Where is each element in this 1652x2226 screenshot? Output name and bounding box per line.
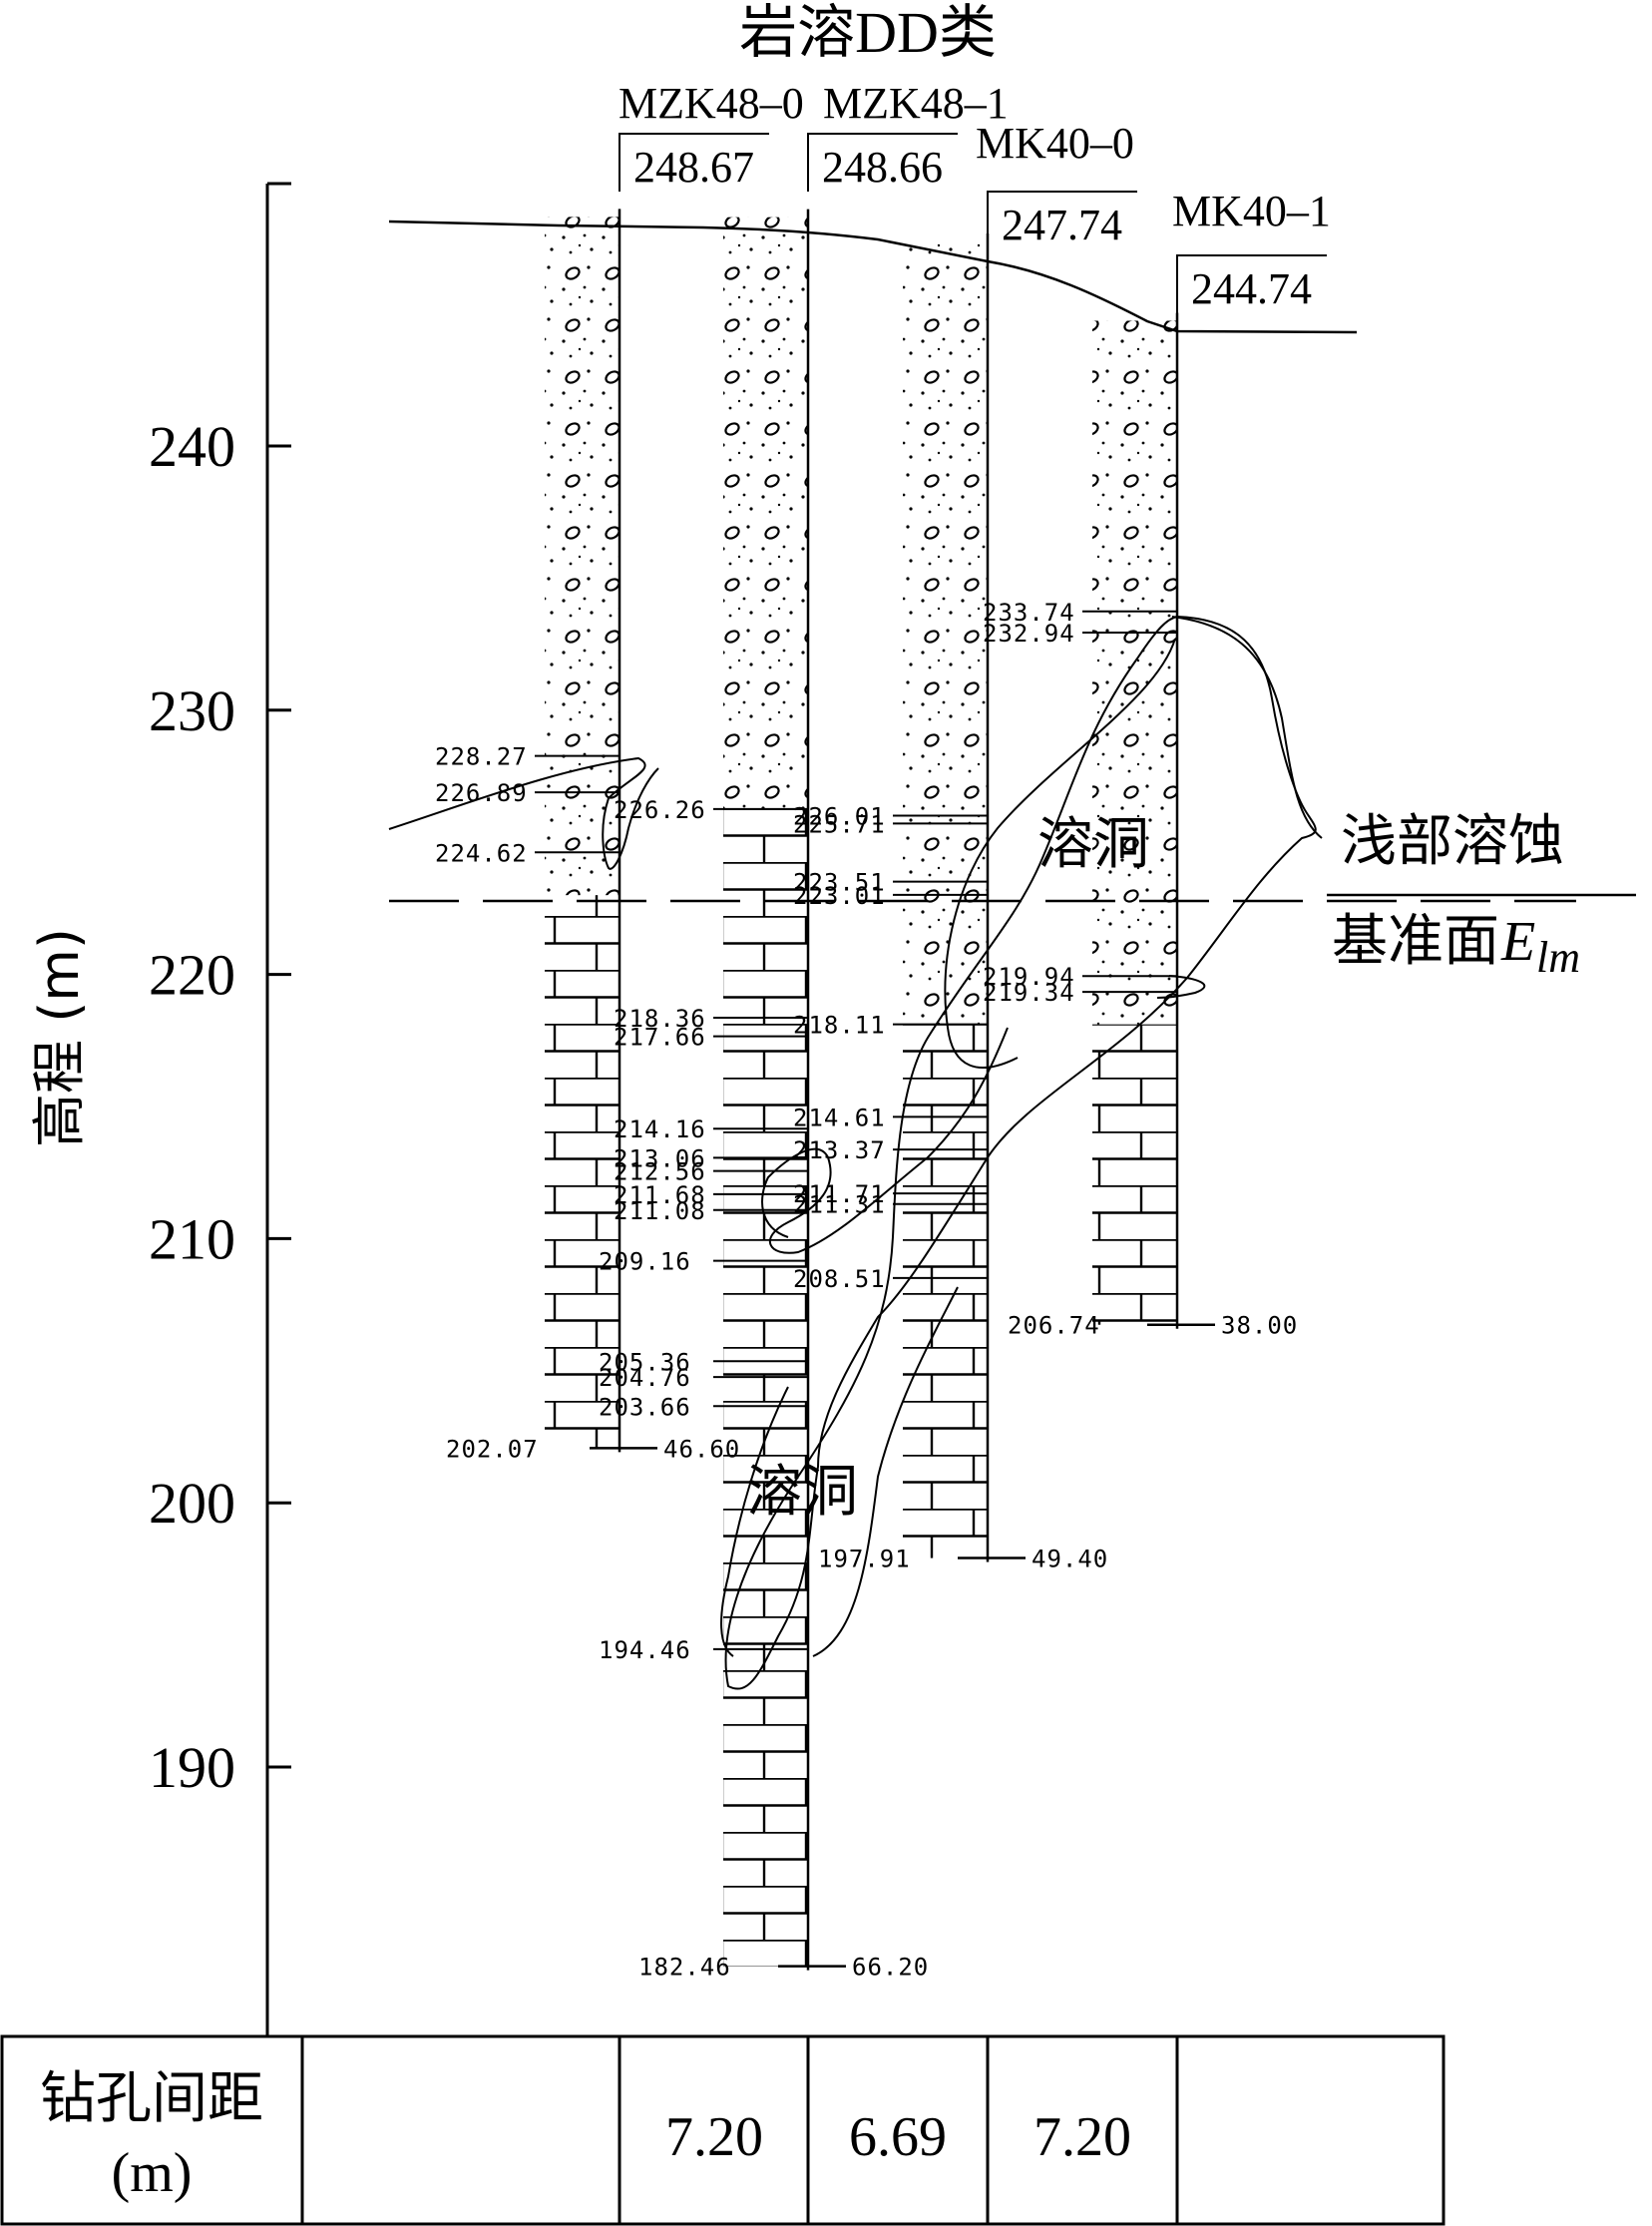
datum-subscript: lm — [1536, 933, 1580, 982]
y-tick-label: 190 — [149, 1735, 235, 1800]
elevation-mark-label: 205.36 — [599, 1348, 691, 1376]
table-border — [0, 2034, 1446, 2226]
elevation-mark-label: 233.74 — [983, 599, 1075, 627]
borehole-bottom-elevation: 202.07 — [446, 1435, 539, 1463]
borehole-columns: 46.60202.07248.67MZK48–0228.27226.89224.… — [435, 79, 1331, 1982]
datum-label: 基准面 E lm — [1332, 909, 1580, 982]
elevation-mark-label: 214.61 — [793, 1104, 886, 1131]
elevation-mark-label: 208.51 — [793, 1265, 886, 1293]
table-row-label-line1: 钻孔间距 — [40, 2066, 263, 2131]
borehole-depth-label: 66.20 — [852, 1954, 929, 1982]
figure-title: 岩溶DD类 — [739, 0, 997, 65]
spacing-value: 7.20 — [1033, 2106, 1131, 2168]
y-tick-label: 240 — [149, 414, 235, 479]
elevation-mark-label: 228.27 — [435, 743, 528, 771]
limestone-fill — [903, 1024, 988, 1558]
elevation-mark-label: 226.89 — [435, 779, 528, 807]
cave-inner-line-2 — [761, 1027, 1009, 1254]
borehole-bottom-elevation: 206.74 — [1008, 1312, 1100, 1340]
borehole-depth-label: 49.40 — [1032, 1546, 1108, 1573]
overburden-soil-fill — [723, 217, 808, 809]
elevation-mark-label: 194.46 — [599, 1636, 691, 1664]
y-axis-label: 高程 (m) — [28, 928, 91, 1147]
y-tick-label: 220 — [149, 943, 235, 1008]
collar-elevation-label: 247.74 — [1002, 201, 1122, 249]
cave-label-upper: 溶洞 — [1037, 812, 1149, 877]
elevation-mark-label: 219.94 — [983, 963, 1075, 991]
y-tick-label: 230 — [149, 678, 235, 743]
borehole-name-label: MZK48–0 — [619, 79, 804, 128]
elevation-mark-label: 224.62 — [435, 839, 528, 867]
table-row-label-line2: (m) — [112, 2142, 193, 2204]
elevation-mark-label: 211.68 — [614, 1181, 706, 1209]
collar-bracket — [807, 133, 958, 192]
collar-elevation-label: 248.66 — [822, 143, 943, 192]
elevation-mark-label: 218.11 — [793, 1012, 886, 1040]
cave-inner-line-1 — [944, 638, 1176, 1069]
collar-bracket — [619, 133, 769, 192]
datum-text: 基准面 — [1332, 909, 1499, 974]
collar-bracket — [987, 191, 1137, 249]
elevation-mark-label: 214.16 — [614, 1115, 706, 1143]
overburden-soil-fill — [545, 217, 620, 896]
limestone-fill — [545, 895, 620, 1449]
mzk48-0-cave-loop — [388, 756, 659, 870]
borehole-bottom-elevation: 182.46 — [638, 1954, 731, 1982]
elevation-mark-label: 226.26 — [614, 796, 706, 824]
collar-elevation-label: 248.67 — [633, 143, 754, 192]
elevation-mark-label: 226.01 — [793, 802, 886, 830]
upper-cave-outline — [724, 615, 1317, 1690]
borehole-name-label: MZK48–1 — [823, 79, 1009, 128]
elevation-mark-label: 204.76 — [599, 1364, 691, 1392]
spacing-table: 钻孔间距 (m) 7.20 6.69 7.20 — [0, 2034, 1446, 2226]
y-tick-label: 210 — [149, 1206, 235, 1271]
elevation-mark-label: 209.16 — [599, 1248, 691, 1276]
shallow-dissolution-label: 浅部溶蚀 — [1341, 809, 1564, 874]
overburden-soil-fill — [903, 241, 988, 1025]
shallow-leader-line — [1171, 616, 1323, 839]
elevation-mark-label: 217.66 — [614, 1024, 706, 1052]
borehole-name-label: MK40–1 — [1172, 187, 1331, 235]
elevation-mark-label: 225.71 — [793, 810, 886, 838]
elevation-mark-label: 211.71 — [793, 1180, 886, 1208]
spacing-value: 6.69 — [849, 2106, 947, 2168]
cave-label-lower: 溶洞 — [746, 1460, 858, 1525]
elevation-mark-label: 203.66 — [599, 1393, 691, 1421]
overburden-soil-fill — [1092, 320, 1177, 1025]
collar-elevation-label: 244.74 — [1191, 264, 1312, 313]
cave-lower-loop — [720, 1286, 959, 1657]
elevation-mark-label: 219.34 — [983, 979, 1075, 1007]
y-axis-ticks: 240 230 220 210 200 190 — [149, 182, 291, 1800]
mk40-1-cave-bulge — [1156, 975, 1206, 999]
elevation-mark-label: 212.56 — [614, 1158, 706, 1186]
elevation-mark-label: 211.08 — [614, 1197, 706, 1225]
datum-symbol: E — [1500, 911, 1535, 973]
borehole-depth-label: 38.00 — [1221, 1312, 1298, 1340]
elevation-mark-label: 213.06 — [614, 1144, 706, 1172]
limestone-fill — [723, 808, 808, 1967]
borehole-name-label: MK40–0 — [976, 119, 1134, 168]
elevation-mark-label: 223.51 — [793, 869, 886, 897]
spacing-value: 7.20 — [665, 2106, 763, 2168]
collar-bracket — [1176, 254, 1327, 313]
y-tick-label: 200 — [149, 1471, 235, 1536]
elevation-mark-label: 232.94 — [983, 620, 1075, 648]
limestone-fill — [1092, 1024, 1177, 1325]
elevation-mark-label: 218.36 — [614, 1005, 706, 1033]
elevation-mark-label: 223.01 — [793, 882, 886, 910]
